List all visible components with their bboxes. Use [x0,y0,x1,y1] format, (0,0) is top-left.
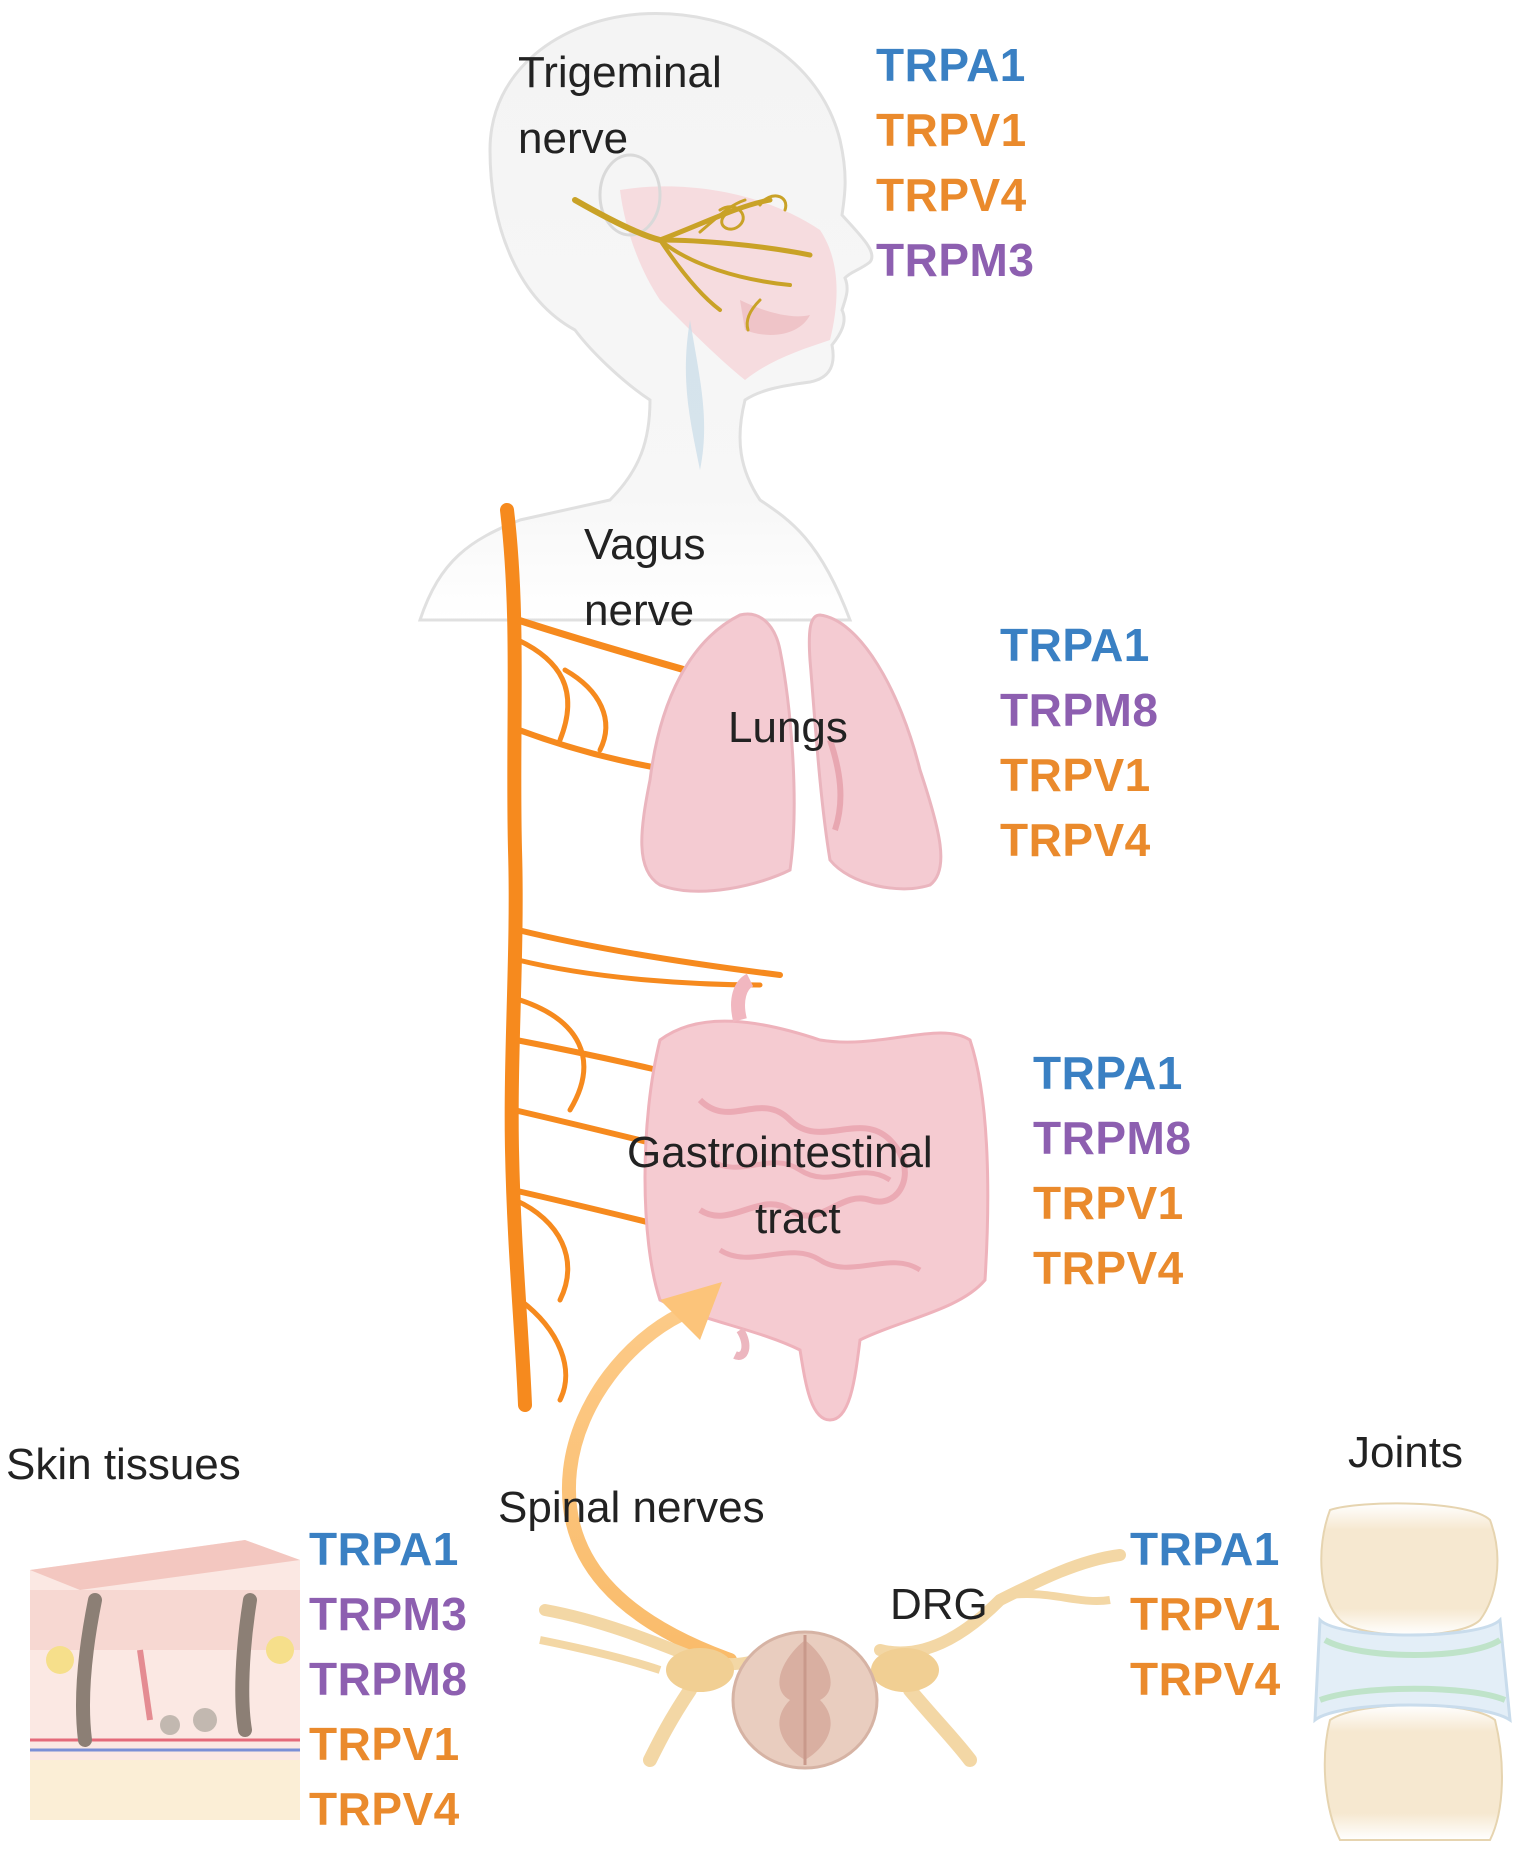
lungs-drawing [640,612,943,893]
spinal-arrow [561,1282,737,1667]
joint-drawing [1313,1502,1512,1841]
trigeminal-channel-trpv1: TRPV1 [876,104,1027,156]
gi-channel-list: TRPA1 TRPM8 TRPV1 TRPV4 [1033,1041,1191,1301]
trigeminal-channel-list: TRPA1 TRPV1 TRPV4 TRPM3 [876,33,1034,293]
lungs-channel-trpv4: TRPV4 [1000,814,1151,866]
skin-channel-trpv4: TRPV4 [309,1783,460,1835]
trigeminal-nerve-label: Trigeminal nerve [518,40,722,172]
gi-tract-label: Gastrointestinal tract [627,1120,933,1252]
vagus-label-line2: nerve [584,586,695,635]
gi-channel-trpv1: TRPV1 [1033,1177,1184,1229]
trigeminal-channel-trpa1: TRPA1 [876,39,1026,91]
intestine-drawing [643,973,990,1422]
lungs-label: Lungs [728,703,848,752]
trigeminal-channel-trpv4: TRPV4 [876,169,1027,221]
spinal-cord-drawing [539,1549,1126,1770]
skin-channel-trpm8: TRPM8 [309,1653,468,1705]
gi-channel-trpv4: TRPV4 [1033,1242,1184,1294]
spinal-nerves-label: Spinal nerves [498,1483,765,1532]
trigeminal-channel-trpm3: TRPM3 [876,234,1035,286]
lungs-channel-trpv1: TRPV1 [1000,749,1151,801]
skin-channel-list: TRPA1 TRPM3 TRPM8 TRPV1 TRPV4 [309,1517,467,1842]
joints-channel-trpv4: TRPV4 [1130,1653,1281,1705]
joints-channel-trpa1: TRPA1 [1130,1523,1280,1575]
skin-channel-trpv1: TRPV1 [309,1718,460,1770]
skin-tissues-label: Skin tissues [6,1440,241,1489]
lungs-channel-list: TRPA1 TRPM8 TRPV1 TRPV4 [1000,613,1158,873]
skin-channel-trpa1: TRPA1 [309,1523,459,1575]
joints-label: Joints [1348,1428,1463,1477]
joints-channel-list: TRPA1 TRPV1 TRPV4 [1130,1517,1281,1712]
gi-label-line1: Gastrointestinal [627,1128,933,1177]
gi-channel-trpm8: TRPM8 [1033,1112,1192,1164]
lungs-channel-trpm8: TRPM8 [1000,684,1159,736]
joints-channel-trpv1: TRPV1 [1130,1588,1281,1640]
drg-label: DRG [890,1580,988,1629]
trigeminal-nerve-drawing [572,194,813,332]
vagus-nerve-label: Vagus nerve [584,512,706,644]
skin-section-drawing [30,1540,300,1820]
skin-channel-trpm3: TRPM3 [309,1588,468,1640]
trigeminal-label-line2: nerve [518,114,629,163]
lungs-channel-trpa1: TRPA1 [1000,619,1150,671]
gi-channel-trpa1: TRPA1 [1033,1047,1183,1099]
vagus-label-line1: Vagus [584,520,706,569]
gi-label-line2: tract [755,1194,841,1243]
trigeminal-label-line1: Trigeminal [518,48,722,97]
